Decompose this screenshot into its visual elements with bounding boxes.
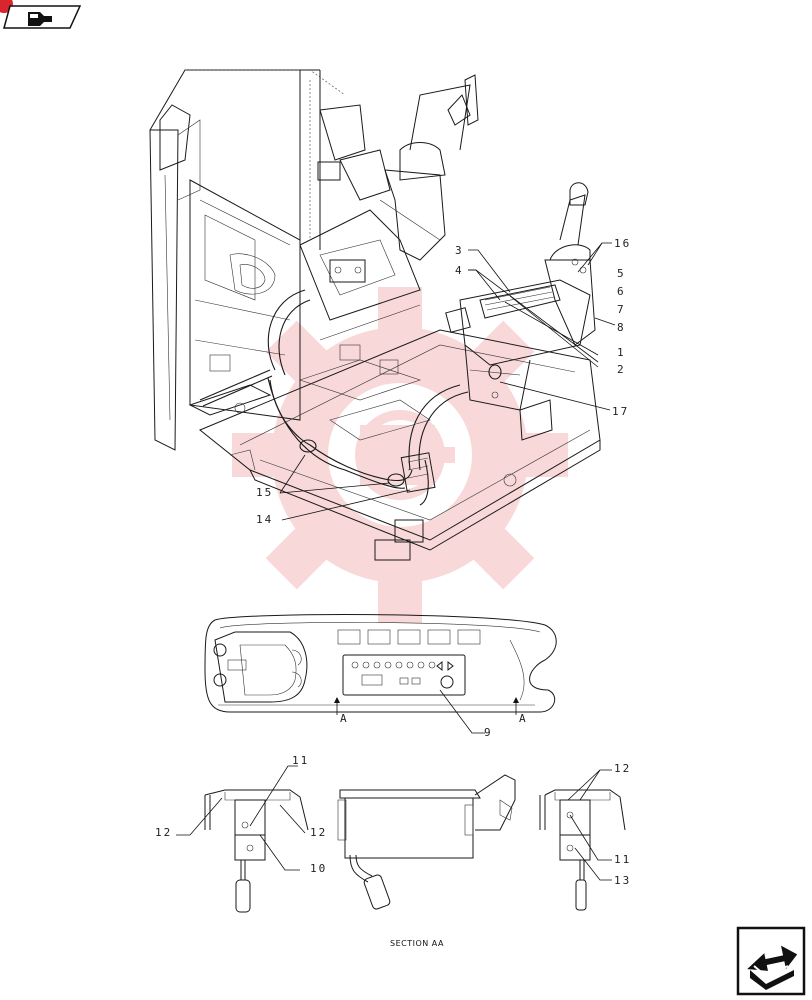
- callout-7: 7: [617, 303, 626, 316]
- callout-13: 13: [614, 874, 631, 887]
- leader-lines-main: [279, 242, 616, 521]
- armrest-console-top-view: [204, 614, 557, 713]
- back-to-index-button[interactable]: [0, 0, 82, 30]
- callout-3: 3: [455, 244, 464, 257]
- callout-2: 2: [617, 363, 626, 376]
- callout-9: 9: [484, 726, 493, 739]
- next-page-arrow-icon: [747, 945, 798, 990]
- callout-8: 8: [617, 321, 626, 334]
- section-markers: A A 9: [334, 689, 528, 739]
- next-page-button[interactable]: [736, 926, 806, 996]
- callout-6: 6: [617, 285, 626, 298]
- gear-logo-watermark: [232, 287, 568, 623]
- callout-4: 4: [455, 264, 464, 277]
- section-marker-left: A: [340, 712, 349, 725]
- section-caption: SECTION AA: [390, 939, 444, 948]
- left-bracket-detail: [176, 765, 309, 913]
- right-bracket-detail: [539, 769, 626, 911]
- callout-12-left-b: 12: [310, 826, 327, 839]
- middle-module-detail: [337, 774, 516, 910]
- callout-labels-main: 3 4 16 5 6 7 8 1 2 17 15 14: [256, 237, 631, 526]
- callout-12-left-a: 12: [155, 826, 172, 839]
- callout-12-right: 12: [614, 762, 631, 775]
- callout-1: 1: [617, 346, 626, 359]
- callout-14: 14: [256, 513, 273, 526]
- callout-10: 10: [310, 862, 327, 875]
- callout-17: 17: [612, 405, 629, 418]
- cab-floor-assembly: [149, 69, 601, 561]
- callout-5: 5: [617, 267, 626, 280]
- callout-15: 15: [256, 486, 273, 499]
- callout-11-right: 11: [614, 853, 631, 866]
- callout-11-left: 11: [292, 754, 309, 767]
- callout-16: 16: [614, 237, 631, 250]
- section-marker-right: A: [519, 712, 528, 725]
